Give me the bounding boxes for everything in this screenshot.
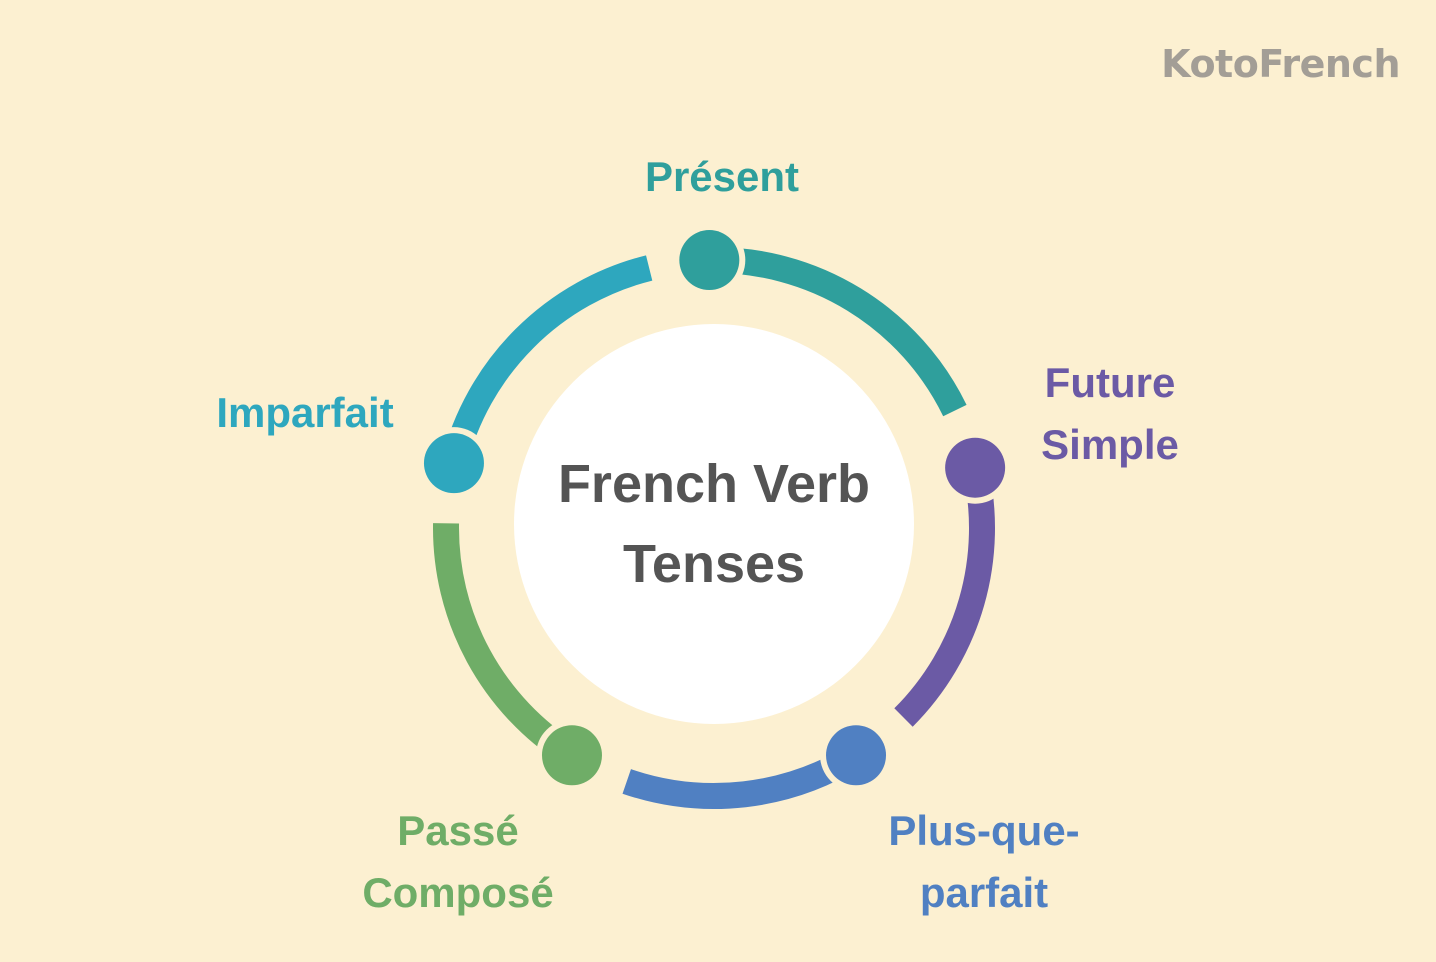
center-circle xyxy=(514,324,914,724)
label-plus-que-parfait-line2: parfait xyxy=(919,869,1049,916)
node-plus xyxy=(826,725,887,786)
diagram-title: French Verb Tenses xyxy=(514,444,914,604)
brand-logo: KotoFrench xyxy=(1161,42,1400,86)
label-passe-compose-line2: Composé xyxy=(362,869,554,916)
diagram-title-line2: Tenses xyxy=(622,534,806,594)
arc-imparfait xyxy=(441,255,653,467)
label-future-simple: Future Simple xyxy=(1010,352,1210,476)
diagram-title-line1: French Verb xyxy=(557,454,871,514)
label-passe-compose-line1: Passé xyxy=(397,807,519,854)
label-imparfait-text: Imparfait xyxy=(216,389,394,436)
label-present: Présent xyxy=(582,146,862,208)
label-future-simple-line2: Simple xyxy=(1041,421,1179,468)
arc-future xyxy=(894,464,995,727)
label-plus-que-parfait: Plus-que- parfait xyxy=(864,800,1104,924)
label-present-text: Présent xyxy=(644,153,800,200)
node-present xyxy=(679,230,740,291)
node-future xyxy=(945,437,1006,498)
arc-present xyxy=(709,247,967,417)
arc-passe xyxy=(433,523,579,767)
label-imparfait: Imparfait xyxy=(180,382,430,444)
label-future-simple-line1: Future xyxy=(1044,359,1176,406)
node-imparfait xyxy=(423,433,484,494)
label-plus-que-parfait-line1: Plus-que- xyxy=(888,807,1080,854)
label-passe-compose: Passé Composé xyxy=(318,800,598,924)
node-passe xyxy=(541,725,602,786)
